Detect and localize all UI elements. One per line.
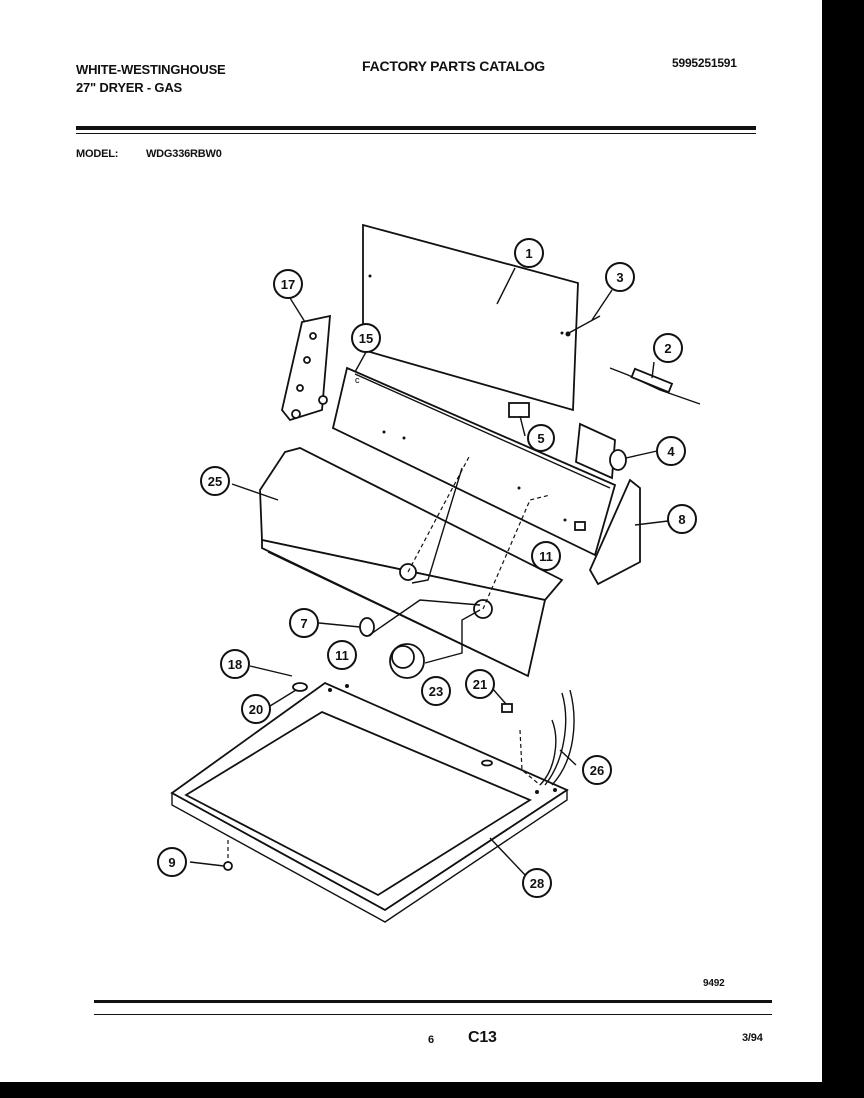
section-code: C13	[468, 1029, 497, 1046]
callout-11a: 11	[531, 541, 561, 571]
part-control-panel	[331, 366, 617, 557]
svg-text:4: 4	[667, 444, 675, 459]
issue-date: 3/94	[742, 1032, 763, 1044]
callout-8: 8	[667, 504, 697, 534]
callout-23: 23	[421, 676, 451, 706]
svg-text:3: 3	[616, 270, 623, 285]
svg-text:7: 7	[300, 616, 307, 631]
svg-text:8: 8	[678, 512, 685, 527]
callout-26: 26	[582, 755, 612, 785]
exploded-parts-diagram: c	[157, 223, 701, 923]
svg-text:23: 23	[429, 684, 443, 699]
callout-18: 18	[220, 649, 250, 679]
page-number: 6	[428, 1034, 434, 1046]
svg-text:9: 9	[168, 855, 175, 870]
callout-28: 28	[522, 868, 552, 898]
callout-1: 1	[514, 238, 544, 268]
catalog-title: FACTORY PARTS CATALOG	[362, 58, 545, 74]
callout-9: 9	[157, 847, 187, 877]
drawing-code: 9492	[703, 978, 725, 989]
product-name: 27" DRYER - GAS	[76, 80, 182, 95]
callout-21: 21	[465, 669, 495, 699]
callout-15: 15	[351, 323, 381, 353]
callout-5: 5	[527, 424, 555, 452]
svg-text:28: 28	[530, 876, 544, 891]
callout-7: 7	[289, 608, 319, 638]
svg-text:26: 26	[590, 763, 604, 778]
brand-name: WHITE-WESTINGHOUSE	[76, 62, 226, 77]
part-timer	[575, 422, 616, 480]
header-rule-thin	[76, 133, 756, 134]
footer-rule	[94, 1000, 772, 1003]
callout-25: 25	[200, 466, 230, 496]
catalog-number: 5995251591	[672, 56, 737, 70]
svg-text:2: 2	[664, 341, 671, 356]
header-rule	[76, 126, 756, 130]
svg-text:15: 15	[359, 331, 373, 346]
callout-3: 3	[605, 262, 635, 292]
part-back-panel	[362, 223, 579, 412]
svg-text:21: 21	[473, 677, 487, 692]
callout-20: 20	[241, 694, 271, 724]
svg-text:18: 18	[228, 657, 242, 672]
svg-text:25: 25	[208, 474, 222, 489]
footer-rule-thin	[94, 1014, 772, 1015]
catalog-sheet: WHITE-WESTINGHOUSE 27" DRYER - GAS FACTO…	[0, 0, 822, 1082]
part-bracket	[281, 314, 331, 422]
callout-4: 4	[656, 436, 686, 466]
svg-text:1: 1	[525, 246, 532, 261]
svg-text:17: 17	[281, 277, 295, 292]
svg-text:11: 11	[539, 549, 553, 564]
svg-text:11: 11	[335, 648, 349, 663]
svg-text:20: 20	[249, 702, 263, 717]
callout-11b: 11	[327, 640, 357, 670]
callout-2: 2	[653, 333, 683, 363]
callout-17: 17	[273, 269, 303, 299]
svg-text:c: c	[355, 375, 360, 385]
model-label: MODEL:	[76, 148, 119, 160]
model-value: WDG336RBW0	[146, 148, 222, 160]
svg-text:5: 5	[537, 431, 544, 446]
